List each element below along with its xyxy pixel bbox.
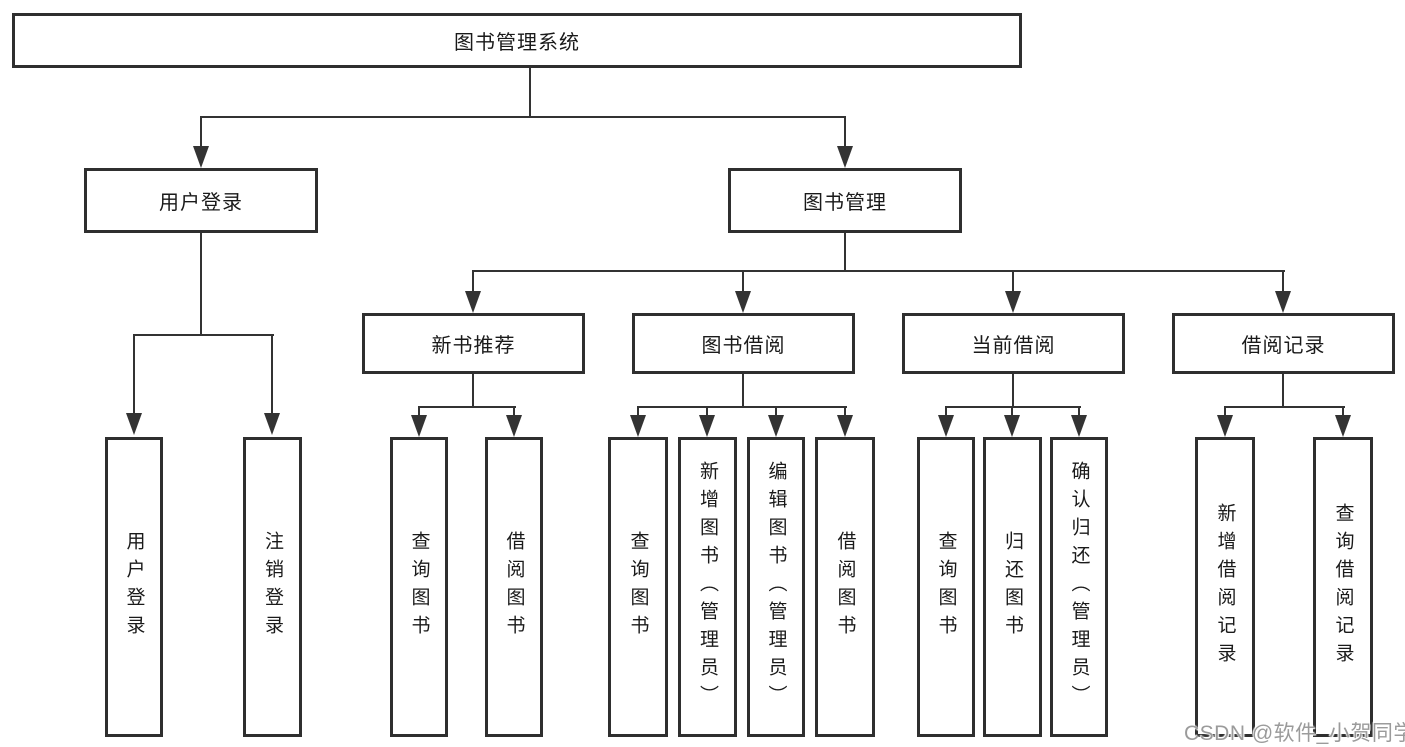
edge-line [1012,270,1014,292]
node-library-management-system: 图书管理系统 [12,13,1022,68]
node-current-borrowing: 当前借阅 [902,313,1125,374]
edge-line [513,406,515,418]
node-label: 借阅图书 [503,531,525,643]
node-label: 图书借阅 [701,335,786,357]
edge-line [844,233,846,272]
node-book-borrowing: 图书借阅 [632,313,855,374]
edge-line [200,116,846,118]
leaf-borrow-books-recommend: 借阅图书 [485,437,543,737]
node-label: 查询借阅记录 [1332,503,1354,671]
node-user-login: 用户登录 [84,168,318,233]
arrow-down-icon [630,415,646,437]
arrow-down-icon [193,146,209,168]
arrow-down-icon [1071,415,1087,437]
leaf-borrow-books: 借阅图书 [815,437,875,737]
arrow-down-icon [735,291,751,313]
leaf-query-books-recommend: 查询图书 [390,437,448,737]
edge-line [1224,406,1226,418]
arrow-down-icon [699,415,715,437]
arrow-down-icon [411,415,427,437]
edge-line [742,270,744,292]
edge-line [637,406,847,408]
edge-line [529,68,531,118]
arrow-down-icon [264,413,280,435]
edge-line [1012,374,1014,408]
node-label: 编辑图书（管理员） [765,461,787,713]
node-label: 确认归还（管理员） [1068,461,1090,713]
edge-line [1342,406,1344,418]
leaf-add-books-admin: 新增图书（管理员） [678,437,737,737]
node-label: 查询图书 [935,531,957,643]
node-label: 查询图书 [627,531,649,643]
edge-line [1282,374,1284,408]
node-label: 当前借阅 [971,335,1056,357]
node-label: 图书管理系统 [454,32,580,54]
arrow-down-icon [1335,415,1351,437]
edge-line [271,334,273,414]
node-label: 用户登录 [159,192,243,214]
arrow-down-icon [837,146,853,168]
arrow-down-icon [837,415,853,437]
edge-line [1011,406,1013,418]
leaf-query-books-current: 查询图书 [917,437,975,737]
leaf-user-login: 用户登录 [105,437,163,737]
arrow-down-icon [1217,415,1233,437]
arrow-down-icon [465,291,481,313]
csdn-watermark: CSDN @软件_小贺同学 [1184,722,1405,745]
edge-line [1224,406,1345,408]
edge-line [775,406,777,418]
edge-line [945,406,1081,408]
leaf-query-books-borrowing: 查询图书 [608,437,668,737]
arrow-down-icon [126,413,142,435]
node-label: 查询图书 [408,531,430,643]
edge-line [1078,406,1080,418]
node-label: 借阅记录 [1241,335,1326,357]
node-label: 新增借阅记录 [1214,503,1236,671]
leaf-return-books: 归还图书 [983,437,1042,737]
edge-line [200,116,202,148]
node-label: 注销登录 [262,531,283,643]
leaf-query-borrow-record: 查询借阅记录 [1313,437,1373,737]
arrow-down-icon [768,415,784,437]
edge-line [844,406,846,418]
node-label: 新书推荐 [431,335,516,357]
edge-line [133,334,135,414]
arrow-down-icon [938,415,954,437]
leaf-add-borrow-record: 新增借阅记录 [1195,437,1255,737]
edge-line [637,406,639,418]
leaf-edit-books-admin: 编辑图书（管理员） [747,437,805,737]
arrow-down-icon [1004,415,1020,437]
node-label: 归还图书 [1002,531,1023,643]
edge-line [706,406,708,418]
edge-line [200,233,202,336]
arrow-down-icon [1275,291,1291,313]
node-borrowing-records: 借阅记录 [1172,313,1395,374]
node-label: 用户登录 [123,531,145,643]
node-label: 借阅图书 [834,531,856,643]
node-label: 新增图书（管理员） [697,461,718,713]
edge-line [742,374,744,408]
node-new-book-recommend: 新书推荐 [362,313,585,374]
edge-line [472,374,474,408]
leaf-confirm-return-admin: 确认归还（管理员） [1050,437,1108,737]
edge-line [133,334,274,336]
edge-line [844,116,846,148]
edge-line [472,270,474,292]
node-label: 图书管理 [803,192,887,214]
leaf-logout: 注销登录 [243,437,302,737]
node-book-management: 图书管理 [728,168,962,233]
arrow-down-icon [1005,291,1021,313]
edge-line [1282,270,1284,292]
edge-line [472,270,1285,272]
edge-line [418,406,516,408]
edge-line [945,406,947,418]
edge-line [418,406,420,418]
arrow-down-icon [506,415,522,437]
